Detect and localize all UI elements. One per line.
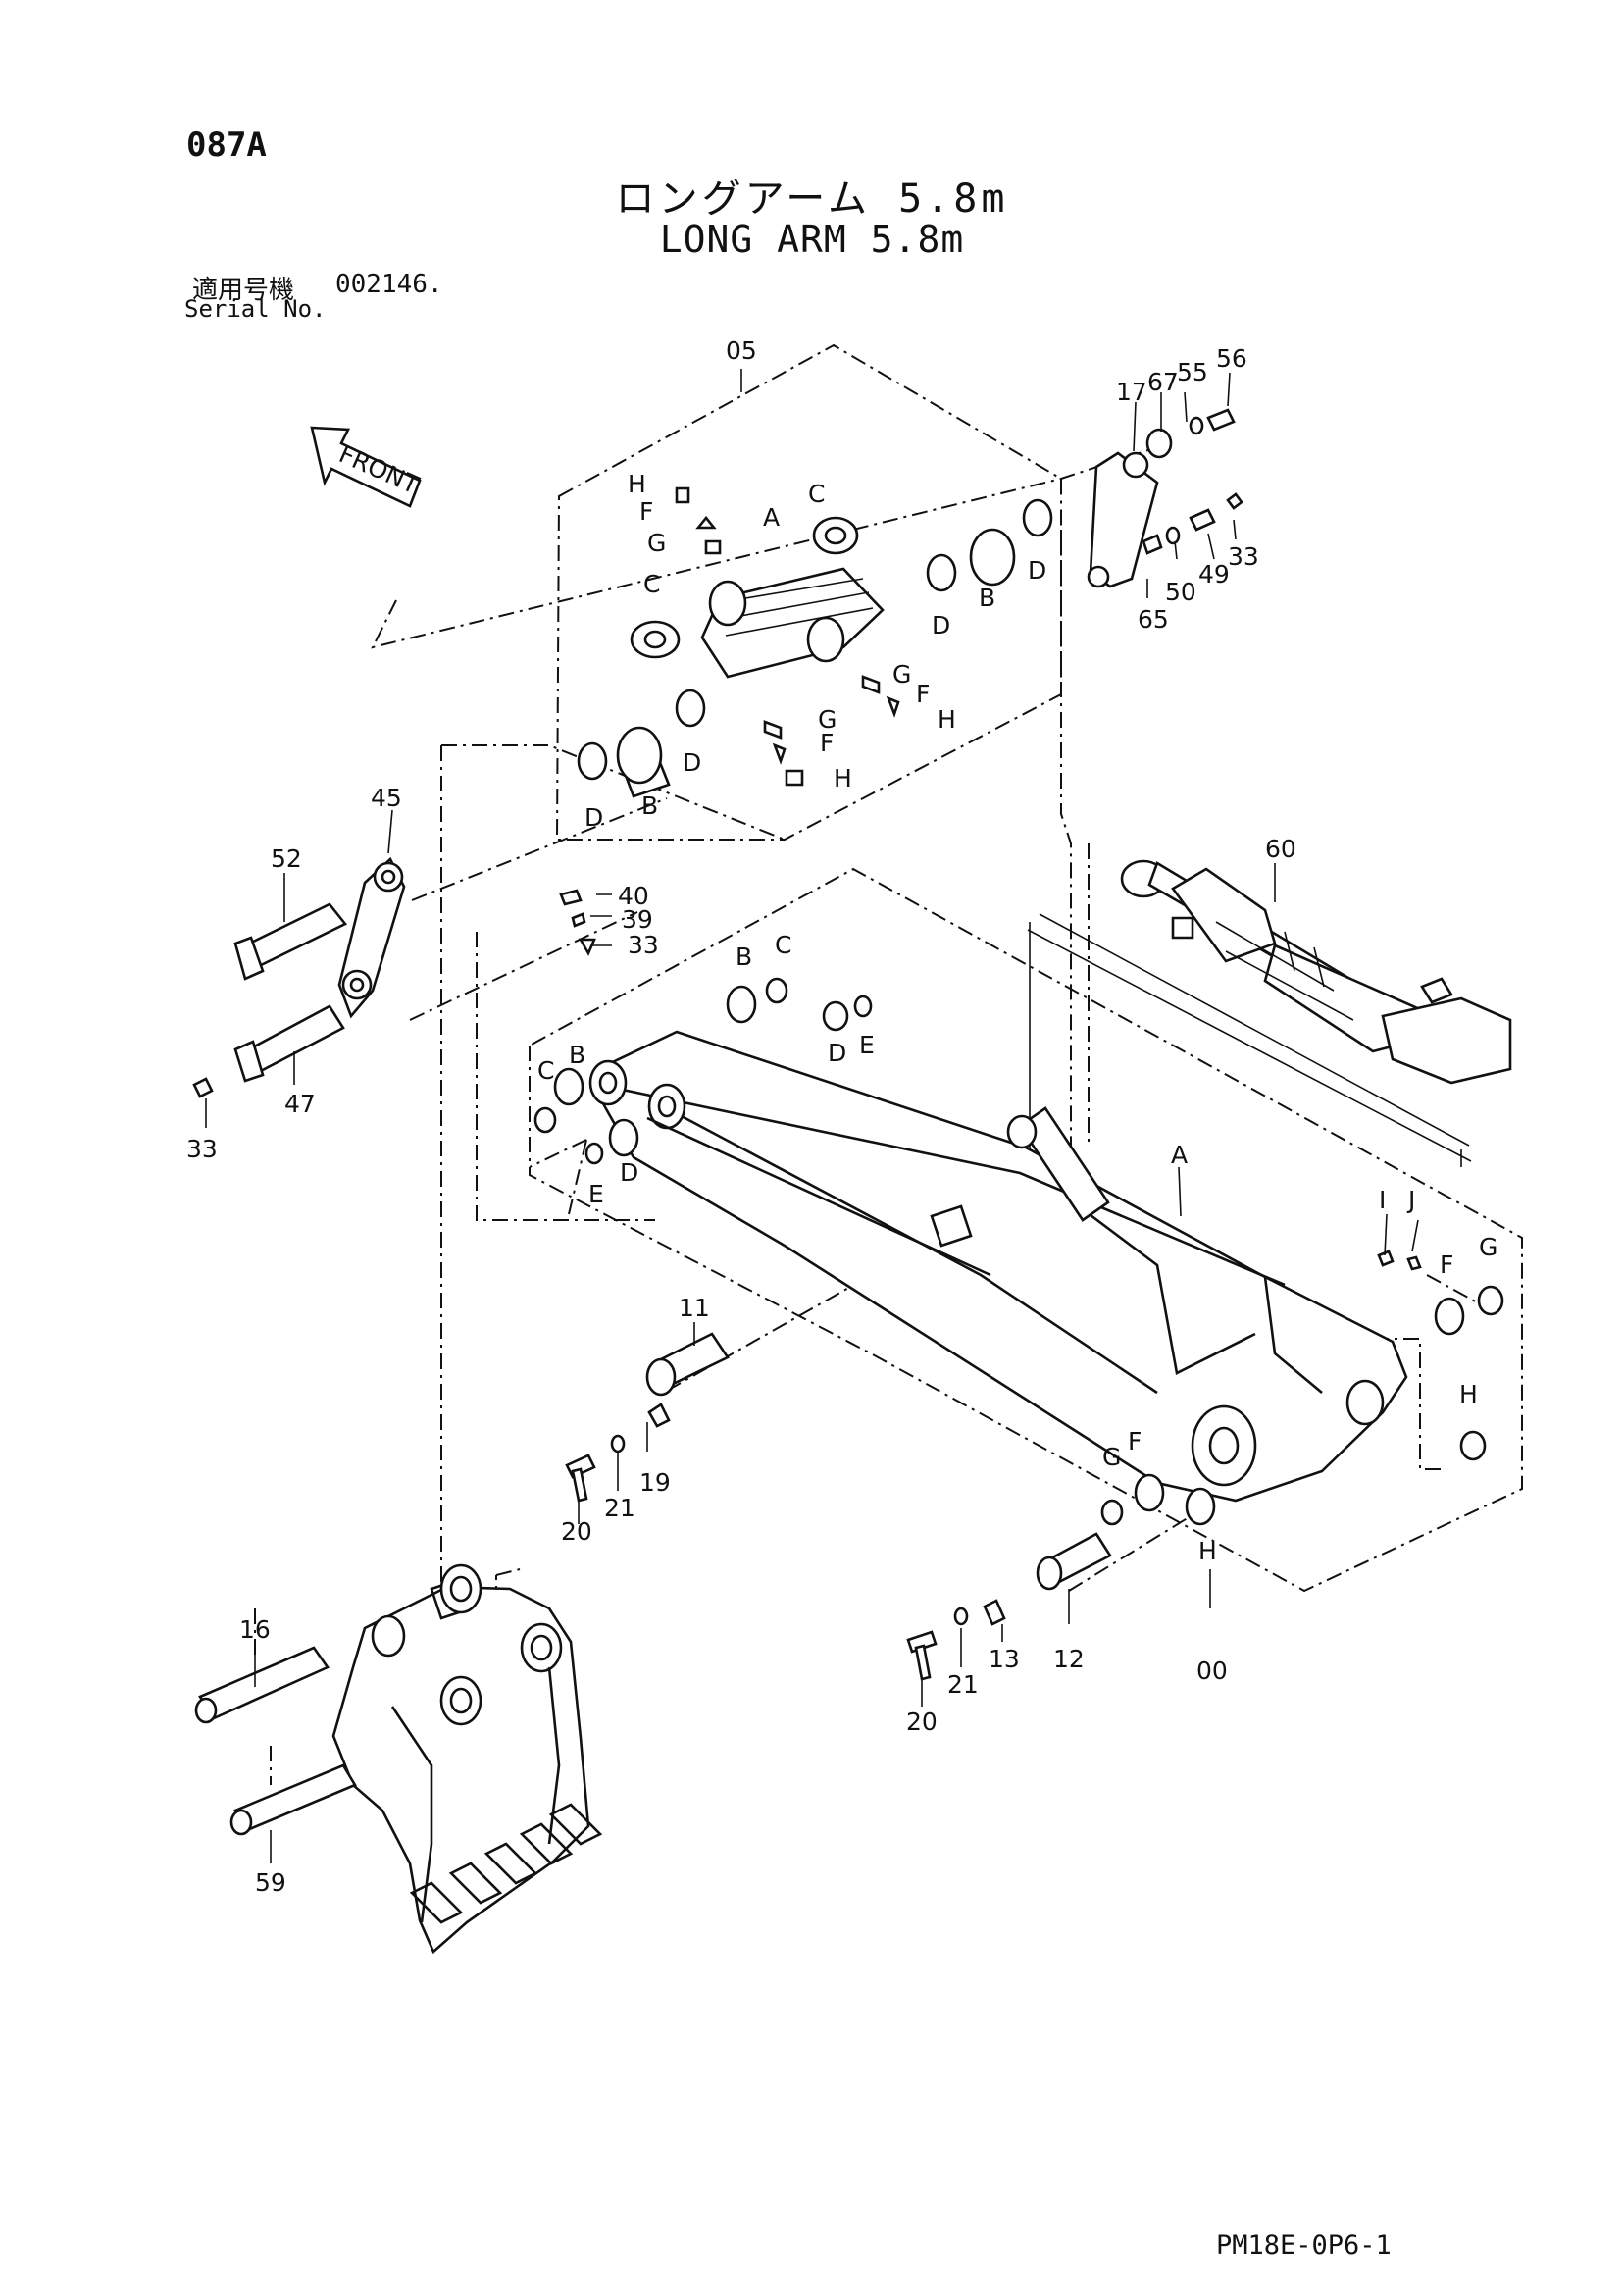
label-g-low: G: [818, 705, 837, 734]
callout-21-lower: 21: [947, 1670, 979, 1699]
label-h-top: H: [628, 470, 646, 498]
callout-65: 65: [1138, 605, 1169, 634]
page-code: 087A: [186, 126, 267, 165]
label-g-top: G: [647, 529, 666, 557]
callout-11: 11: [679, 1294, 710, 1322]
callout-49: 49: [1198, 560, 1230, 588]
title-japanese: ロングアーム 5.8m: [615, 177, 1009, 222]
serial-label-english: Serial No.: [184, 295, 327, 323]
callout-33-side: 33: [186, 1135, 218, 1163]
label-h-right: H: [1459, 1380, 1478, 1408]
label-c-left: C: [643, 570, 660, 598]
assembly-reference-lines: [254, 446, 1482, 1785]
cylinder-60: [1120, 859, 1512, 1085]
callout-56: 56: [1216, 344, 1247, 373]
label-b-arm-left: B: [569, 1041, 585, 1069]
title-english: LONG ARM 5.8m: [659, 218, 965, 261]
group-00-boundary: [529, 867, 1523, 1593]
pin-16: [198, 1646, 330, 1720]
callout-55: 55: [1177, 358, 1208, 386]
callout-05: 05: [726, 336, 757, 365]
callout-52: 52: [271, 844, 302, 873]
callouts: 05 00 60 17 67 55 56 49 33 50 65 45 52 4…: [186, 336, 1497, 1897]
callout-16: 16: [239, 1615, 271, 1644]
label-d-arm: D: [828, 1039, 846, 1067]
label-a-link: A: [763, 503, 780, 532]
upper-link-assembly: [577, 408, 1243, 798]
callout-47: 47: [284, 1090, 316, 1118]
link-boss-lower: [806, 616, 845, 663]
callout-12: 12: [1053, 1645, 1085, 1673]
label-b-lower-left: B: [641, 791, 658, 820]
callout-50: 50: [1165, 578, 1196, 606]
callout-39: 39: [622, 905, 653, 934]
label-d-right: D: [1028, 556, 1046, 585]
callout-45: 45: [371, 784, 402, 812]
label-f-top: F: [639, 497, 653, 526]
callout-20-upper: 20: [561, 1517, 592, 1546]
label-i: I: [1379, 1186, 1386, 1214]
arm-body-a: [588, 1030, 1408, 1503]
callout-33-arm: 33: [628, 931, 659, 959]
pin-59: [233, 1763, 357, 1832]
label-f-pin12: F: [1128, 1427, 1142, 1455]
label-d-right-low: D: [932, 611, 950, 639]
label-f-mid: F: [916, 680, 930, 708]
label-f-low: F: [820, 729, 834, 757]
label-a-arm: A: [1171, 1141, 1188, 1169]
cylinder-frame: [1027, 913, 1472, 1167]
serial-value: 002146.: [335, 270, 443, 299]
callout-67: 67: [1147, 368, 1179, 396]
label-h-pin12: H: [1198, 1537, 1217, 1565]
callout-21-upper: 21: [604, 1494, 635, 1522]
label-b-right: B: [979, 584, 995, 612]
label-j: J: [1406, 1186, 1415, 1214]
callout-13: 13: [989, 1645, 1020, 1673]
label-b-arm: B: [736, 943, 752, 971]
link-boss-upper: [708, 580, 747, 627]
pin-11-hardware: [565, 1332, 730, 1503]
arm-small-parts: [533, 889, 873, 1165]
label-h-mid: H: [938, 705, 956, 734]
label-e-arm: E: [859, 1031, 875, 1059]
callout-60: 60: [1265, 835, 1296, 863]
document-code: PM18E-0P6-1: [1216, 2230, 1392, 2261]
serial-label-japanese: 適用号機: [192, 276, 295, 305]
label-c-upper: C: [808, 480, 825, 508]
front-arrow-icon: FRONT: [310, 426, 424, 508]
label-f-right: F: [1440, 1250, 1453, 1279]
label-g-mid: G: [892, 660, 911, 689]
label-d-lower-left: D: [584, 803, 603, 832]
label-e-arm-left: E: [588, 1180, 604, 1208]
callout-40: 40: [618, 882, 649, 910]
label-g-right: G: [1479, 1233, 1497, 1261]
callout-17: 17: [1116, 378, 1147, 406]
callout-00: 00: [1196, 1657, 1228, 1685]
bucket: [194, 1563, 603, 1955]
label-g-pin12: G: [1102, 1443, 1121, 1471]
pin-12-hardware: [906, 1250, 1504, 1681]
label-c-arm: C: [775, 931, 791, 959]
callout-33-cylinder-top: 33: [1228, 542, 1259, 571]
callout-19: 19: [639, 1468, 671, 1497]
label-d-arm-left: D: [620, 1158, 638, 1187]
label-d-mid: D: [683, 748, 701, 777]
label-c-arm-left: C: [537, 1056, 554, 1085]
label-h-low: H: [834, 764, 852, 792]
side-link-pins: [192, 856, 406, 1098]
callout-59: 59: [255, 1868, 286, 1897]
leader-lines: [205, 369, 1419, 1863]
callout-20-lower: 20: [906, 1708, 938, 1736]
